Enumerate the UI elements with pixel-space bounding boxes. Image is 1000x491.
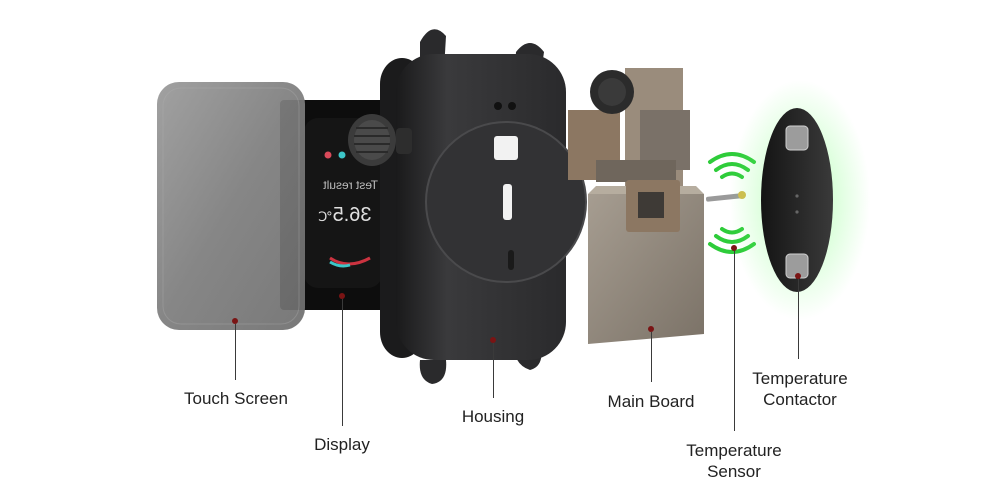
label-temperature-contactor-line2: Contactor [763, 390, 837, 409]
label-temperature-sensor-line2: Sensor [707, 462, 761, 481]
screen-header-text: Test result [323, 178, 378, 192]
display-leader-line [342, 299, 343, 426]
screen-reading-value: 36.5 [332, 204, 372, 226]
temperature-contactor-leader-line [798, 279, 799, 359]
temperature-sensor-leader-line [734, 251, 735, 431]
label-temperature-contactor-line1: Temperature [752, 369, 848, 388]
temperature-sensor-leader-dot [731, 245, 737, 251]
temperature-contactor [730, 80, 870, 320]
screen-reading-wrap: 36.5℃ [318, 204, 372, 227]
main-board-leader-line [651, 332, 652, 382]
touch-screen-glass [157, 82, 305, 330]
housing-leader-line [493, 343, 494, 398]
main-board-leader-dot [648, 326, 654, 332]
crown-button [348, 114, 412, 166]
label-main-board: Main Board [607, 392, 695, 411]
screen-reading-unit: ℃ [318, 209, 333, 224]
label-temperature-sensor-line1: Temperature [686, 441, 782, 460]
temperature-contactor-leader-dot [795, 273, 801, 279]
main-board [568, 68, 704, 344]
display-leader-dot [339, 293, 345, 299]
label-housing: Housing [461, 407, 525, 426]
label-temperature-sensor: Temperature Sensor [674, 440, 794, 482]
label-display: Display [314, 435, 370, 454]
label-touch-screen: Touch Screen [184, 389, 288, 408]
label-temperature-contactor: Temperature Contactor [740, 368, 860, 410]
screen-indicator-teal [338, 151, 346, 159]
touch-screen-leader-dot [232, 318, 238, 324]
housing [380, 29, 587, 384]
housing-leader-dot [490, 337, 496, 343]
touch-screen-leader-line [235, 324, 236, 380]
screen-indicator-red [324, 151, 332, 159]
